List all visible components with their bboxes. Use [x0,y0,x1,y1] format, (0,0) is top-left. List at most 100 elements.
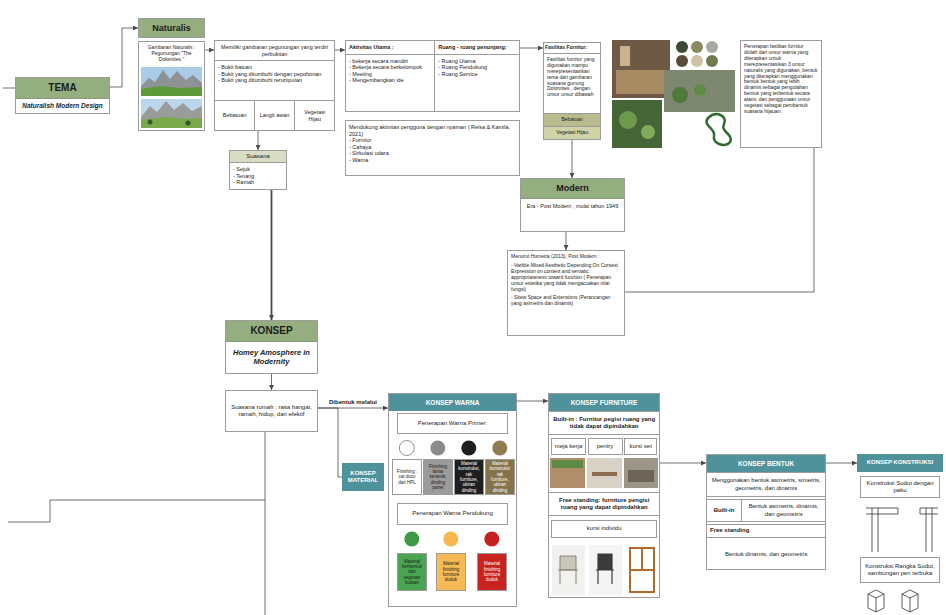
table-cell: Bentuk dinamis, dan geometris [707,540,825,569]
furniture-photo [628,470,654,482]
lead-line [8,500,265,522]
connector [271,374,272,390]
body-text: Free standing: furniture pengisi ruang y… [549,497,659,511]
color-cell: Finishing lantai keramik, dinding panel [423,459,453,495]
chair-drawing [596,554,614,584]
text-box: Free standing: furniture pengisi ruang y… [549,492,659,516]
body-text: Langit awan [255,112,294,119]
chair-drawing [558,556,578,584]
furniture-photo [587,458,622,488]
heading-text: KONSEP WARNA [389,394,516,411]
body-text: Bentuk asimetris, dinamis, dan geometris [742,503,825,517]
photo-meadow [141,86,202,96]
text-box: Built-in : Furnitur pegisi ruang yang ti… [549,411,659,435]
body-text: kursi individu [552,525,656,532]
shelf-drawing [630,548,654,570]
body-text: meja kerja [552,443,585,450]
body-text: - Sirkulasi udara [346,150,519,157]
text-box: Memiliki gambaran pegunungan yang terdir… [214,40,335,131]
text-box: Konstruksi Rangka Sudut, sambungan pen t… [860,557,940,583]
furniture-photo [592,472,617,476]
body-text: Fasilitas Furnitur: [544,43,600,54]
text-box: Penerapan Warna Primer: [397,413,508,434]
connector [110,28,138,87]
color-swatch [492,441,507,456]
connector [572,140,573,178]
photo-tree [148,120,153,125]
body-text: - Bekerja secara berkelompok [346,64,434,71]
text-box: Menurut Humeira (2013), Post Modern :- V… [507,250,625,336]
heading-text: Suasana [230,151,286,163]
text-box: Konstruksi Sudut dengan paku [860,476,940,498]
connector [258,131,259,150]
heading-text: Naturalis [139,23,204,34]
body-text: Penerapan fasilitas furnitur diolah dari… [741,41,821,115]
shelf-drawing [630,548,654,592]
color-cell: Material finishing furniture duduk [477,553,507,591]
connector [318,408,342,477]
connector [660,463,706,464]
furniture-photo [624,458,658,488]
body-text: Material finishing furniture duduk [437,561,465,582]
body-text: - Mengembangkan ide [346,77,434,84]
photo-sky [141,67,202,96]
group-box: KONSEP WARNA Penerapan Warna Primer: Finis… [388,393,517,607]
header-box: ModernEra - Post Modern , mulai tahun 19… [520,178,625,232]
body-text: - Warna [346,157,519,164]
text-box: Fasilitas Furnitur:Fasilitas furnitur ya… [543,42,601,140]
header-box: KONSEPHomey Amosphere in Modernity [225,320,318,374]
body-text: Naturalish Modern Design [16,99,109,113]
color-band: Bebatuan [544,113,600,126]
body-text: - Bukit yang ditumbuhi rerumputan [215,77,334,84]
color-swatch [461,441,476,456]
table-cell: Vegetasi Hijau [295,100,334,130]
body-text: Homey Amosphere in Modernity [226,342,317,372]
table-cell: Built-in [707,499,741,522]
interior-photo [664,70,735,112]
plant [694,84,706,96]
color-swatch [443,532,458,547]
color-swatch [430,441,445,456]
connector [520,48,543,49]
body-text: Vegetasi Hijau [295,109,334,122]
body-text: Menggunakan bentuk asimetris, simetris, … [707,477,825,491]
chair-photo [589,545,622,595]
body-text: pentry [589,443,622,450]
connector [205,50,214,51]
body-text: - Cahaya [346,144,519,151]
table-cell: kursi set [624,438,657,455]
body-text: Bebatuan [544,117,600,123]
body-text: Material konstruksi rak furniture, ukira… [486,461,514,493]
body-text: Free standing [707,527,825,534]
body-text: Finishing lantai keramik, dinding panel [424,464,452,490]
furniture-photo [550,458,585,488]
body-text: - Furnitur [346,137,519,144]
group-box: KONSEP FURNITUREBuilt-in : Furnitur pegi… [548,393,660,598]
body-text: kursi set [625,443,656,450]
palette-dot [691,41,703,53]
interior-photo [612,40,670,98]
lead-line [3,88,15,89]
table-cell: meja kerja [551,438,586,455]
furniture-photo [552,460,583,468]
text-box: Ruang - ruang penunjang:- Ruang Utama- R… [434,40,520,112]
photo-box: Gambaran Naturalis : Pegunungan "The Dol… [138,41,205,131]
group-box: KONSEP BENTUKMenggunakan bentuk asimetri… [706,454,826,570]
body-text: - Tenang [230,173,286,180]
body-text: - bekerja secara mandiri [346,55,434,65]
heading-text: KONSEP FURNITURE [549,394,659,411]
color-cell: Material konstruksi, rak furniture, ukir… [454,459,484,495]
color-swatch [484,532,499,547]
connector [826,463,857,464]
body-text: KONSEP KONSTRUKSI [857,459,943,466]
text-box: Menggunakan bentuk asimetris, simetris, … [707,472,825,497]
table-cell: Bentuk asimetris, dinamis, dan geometris [741,499,825,522]
photo-tree [186,121,191,126]
chair-photo [552,545,585,595]
plant [641,125,655,139]
photo-meadow [141,117,202,128]
body-text: Era - Post Modern , mulai tahun 1949 [521,199,624,214]
text-box: Mendukung aktivitas pengguna dengan nyam… [345,120,520,176]
body-text: Konstruksi Sudut dengan paku [861,480,939,494]
